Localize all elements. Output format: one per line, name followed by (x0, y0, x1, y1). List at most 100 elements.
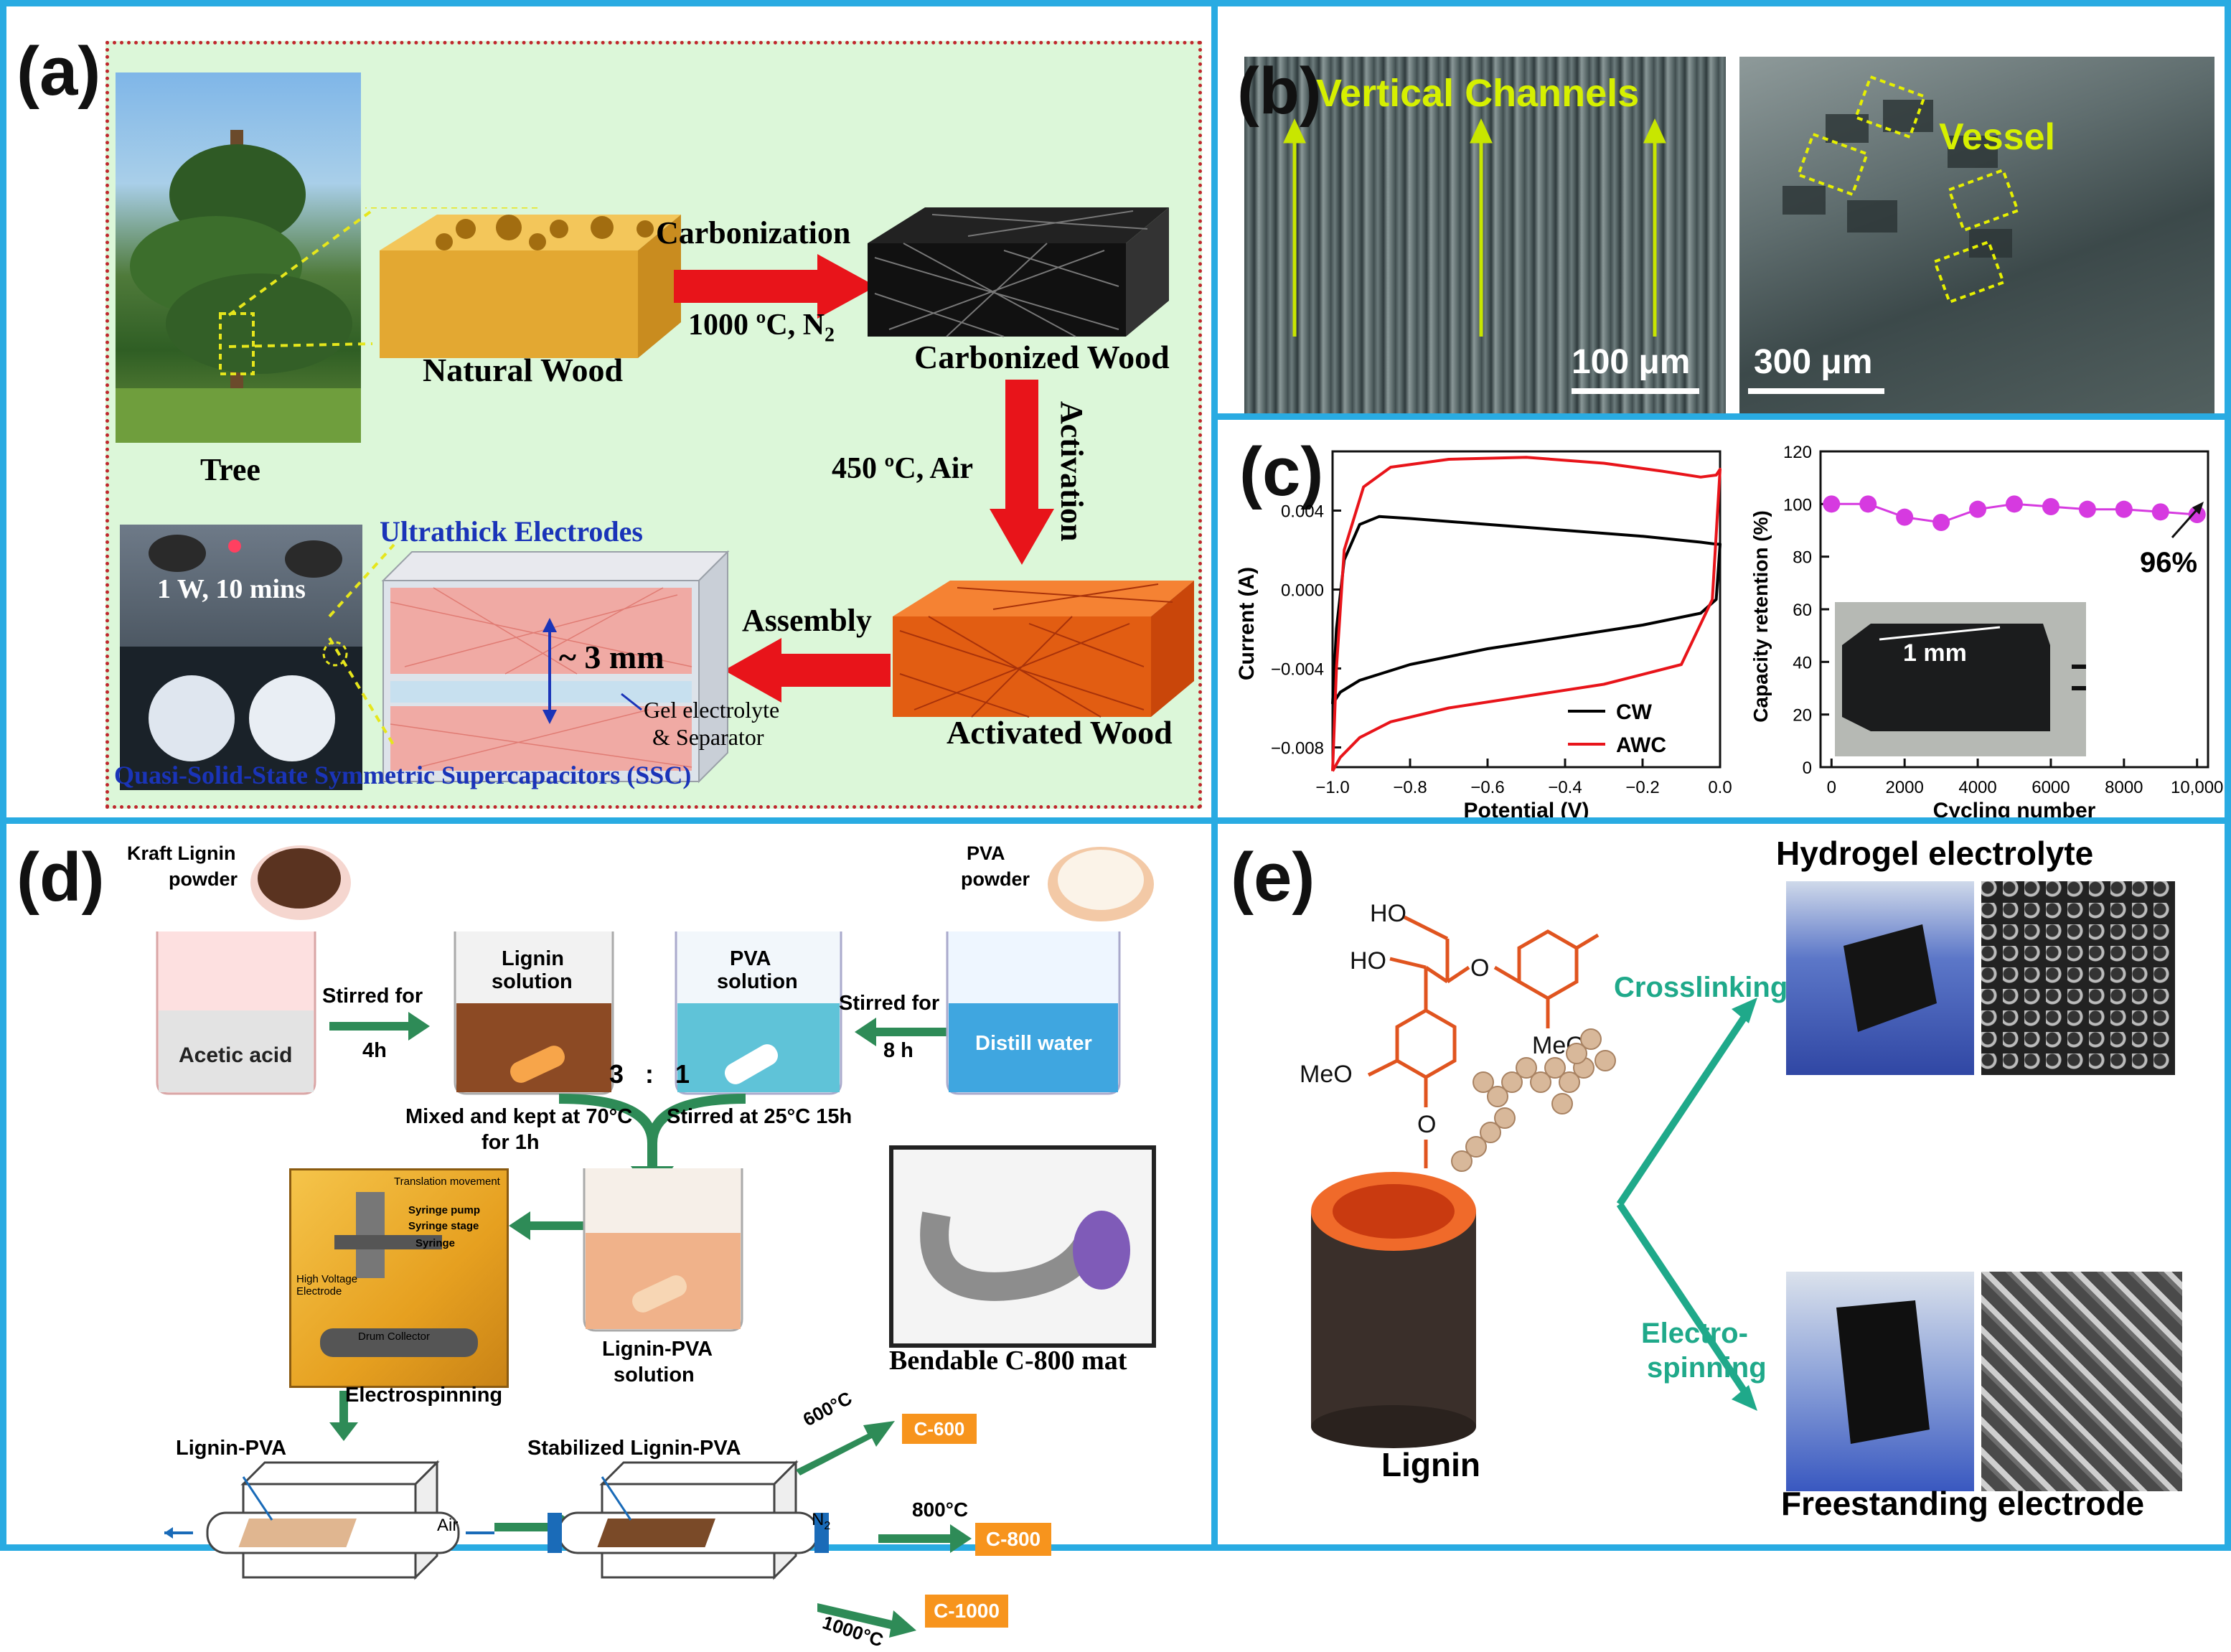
arrow-600 (796, 1421, 895, 1475)
ret-ytick-label: 0 (1803, 759, 1812, 778)
activation-arrow (990, 380, 1054, 565)
ret-ylabel: Capacity retention (%) (1749, 510, 1772, 723)
ho-label-2: HO (1350, 947, 1386, 975)
machine-label-drum: Drum Collector (358, 1330, 431, 1343)
ret-ytick-label: 40 (1793, 653, 1812, 672)
panel-d-label: (d) (17, 839, 105, 916)
ratio-label: 3 : 1 (609, 1059, 690, 1089)
sem-vertical-channels: (b) Vertical Channels 100 μm (1237, 55, 1726, 416)
retention-chart: Capacity retention (%) 0 20 40 60 80 100 120 0… (1749, 443, 2223, 822)
ret-point (2151, 503, 2169, 521)
activated-wood-block (893, 581, 1194, 718)
tree-photo (116, 72, 361, 443)
t800-label: 800°C (912, 1498, 969, 1521)
electrospinning-machine (289, 1168, 509, 1388)
ret-point (2006, 495, 2023, 513)
kraft-lignin-dish (250, 845, 351, 920)
arrow-800 (878, 1524, 972, 1553)
pva-powder-label: PVA (967, 843, 1005, 864)
pva-powder-dish (1048, 847, 1154, 921)
ret-ytick-label: 60 (1793, 601, 1812, 620)
cv-series-cw (1331, 515, 1722, 705)
lignin-pva-solution-label: Lignin-PVA (602, 1338, 713, 1361)
ret-point (1932, 514, 1950, 531)
carbonization-label: Carbonization (656, 215, 851, 250)
stirred-4h-label-b: 4h (362, 1039, 387, 1062)
bendable-label: Bendable C-800 mat (889, 1346, 1127, 1376)
arrow-to-pva-solution (855, 1018, 955, 1046)
lignin-pva-label: Lignin-PVA (176, 1437, 287, 1460)
beaker-lignin-pva (583, 1168, 743, 1332)
n2-sub: 2 (824, 1519, 831, 1532)
panel-b: (b) Vertical Channels 100 μm Vessel 300 … (1211, 0, 2231, 420)
electro-label: Electro- (1641, 1318, 1748, 1349)
ret-ytick-label: 80 (1793, 548, 1812, 568)
electrospinning-label: Electrospinning (345, 1384, 503, 1407)
kraft-powder-label: powder (169, 868, 238, 890)
ret-point (2078, 500, 2096, 518)
arrow-to-machine (509, 1211, 595, 1240)
panel-b-label: (b) (1237, 55, 1322, 128)
vertical-channel-arrows (1283, 118, 1699, 394)
carbonization-cond-text: 1000 ºC, N (688, 309, 825, 342)
air-label: Air (437, 1516, 459, 1535)
stirred-8h-label: Stirred for (839, 992, 940, 1015)
machine-label-hv: High Voltage Electrode (296, 1273, 358, 1297)
cv-xtick-label: −0.4 (1548, 778, 1582, 797)
stirred-8h-label-b: 8 h (883, 1039, 913, 1062)
arrow-to-lignin-solution (329, 1012, 430, 1041)
n2-label: N2 (812, 1510, 830, 1533)
cv-ytick-label: 0.000 (1281, 581, 1324, 601)
freestanding-label: Freestanding electrode (1781, 1485, 2145, 1522)
ret-ytick-label: 120 (1783, 443, 1812, 462)
natural-wood-block (365, 207, 681, 358)
c800-box: C-800 (975, 1523, 1051, 1556)
ret-xtick-label: 10,000 (2171, 778, 2223, 797)
tree-label: Tree (200, 452, 260, 487)
acetic-label: Acetic acid (179, 1043, 293, 1067)
hydrogel-label: Hydrogel electrolyte (1776, 835, 2094, 872)
panel-d: (d) Kraft Lignin powder PVA powder Aceti… (0, 817, 1218, 1651)
mixed-label-b: for 1h (482, 1131, 540, 1154)
carbonization-cond-sub: 2 (825, 324, 835, 347)
hydrogel-sample (1843, 924, 1937, 1032)
sem-vessel: Vessel 300 μm (1739, 57, 2214, 416)
cv-xtick-label: −1.0 (1315, 778, 1349, 797)
cv-ytick-label: −0.008 (1271, 739, 1324, 759)
ret-xtick-label: 0 (1827, 778, 1836, 797)
ret-point (1823, 495, 1841, 513)
pva-solution-label: PVA (730, 947, 771, 970)
carbonized-wood-label: Carbonized Wood (914, 339, 1170, 375)
hydrogel-sem (1981, 881, 2175, 1075)
distill-label: Distill water (975, 1032, 1092, 1055)
legend-awc: AWC (1616, 733, 1666, 757)
stirred-25-label: Stirred at 25°C 15h (667, 1105, 853, 1128)
ret-point (2188, 506, 2206, 523)
carbonization-condition: 1000 ºC, N2 (688, 308, 835, 347)
ret-xtick-label: 2000 (1885, 778, 1923, 797)
n2-text: N (812, 1510, 825, 1529)
bendable-mat-photo (889, 1145, 1156, 1348)
ssc-caption: Quasi-Solid-State Symmetric Supercapacit… (114, 761, 692, 789)
cv-ytick-label: 0.004 (1281, 502, 1324, 522)
ret-ytick-label: 20 (1793, 706, 1812, 726)
machine-internals (320, 1192, 478, 1357)
beaker-lignin (454, 931, 614, 1095)
ret-xtick-label: 6000 (2032, 778, 2070, 797)
ret-point (2115, 500, 2133, 518)
natural-wood-label: Natural Wood (423, 352, 624, 388)
freestanding-sample (1836, 1300, 1930, 1444)
arrow-down-electrospinning (329, 1391, 358, 1441)
separator-label: & Separator (652, 724, 764, 750)
mixed-label: Mixed and kept at 70°C (405, 1105, 633, 1128)
ether-o-label: O (1470, 954, 1489, 982)
machine-label-translation: Translation movement (394, 1175, 500, 1188)
ret-point (2042, 498, 2059, 515)
ret-xtick-label: 8000 (2105, 778, 2143, 797)
ssc-zoom-lines (328, 543, 395, 747)
c600-box: C-600 (902, 1414, 977, 1444)
tree-illustration (116, 130, 361, 443)
ret-ytick-label: 100 (1783, 495, 1812, 515)
